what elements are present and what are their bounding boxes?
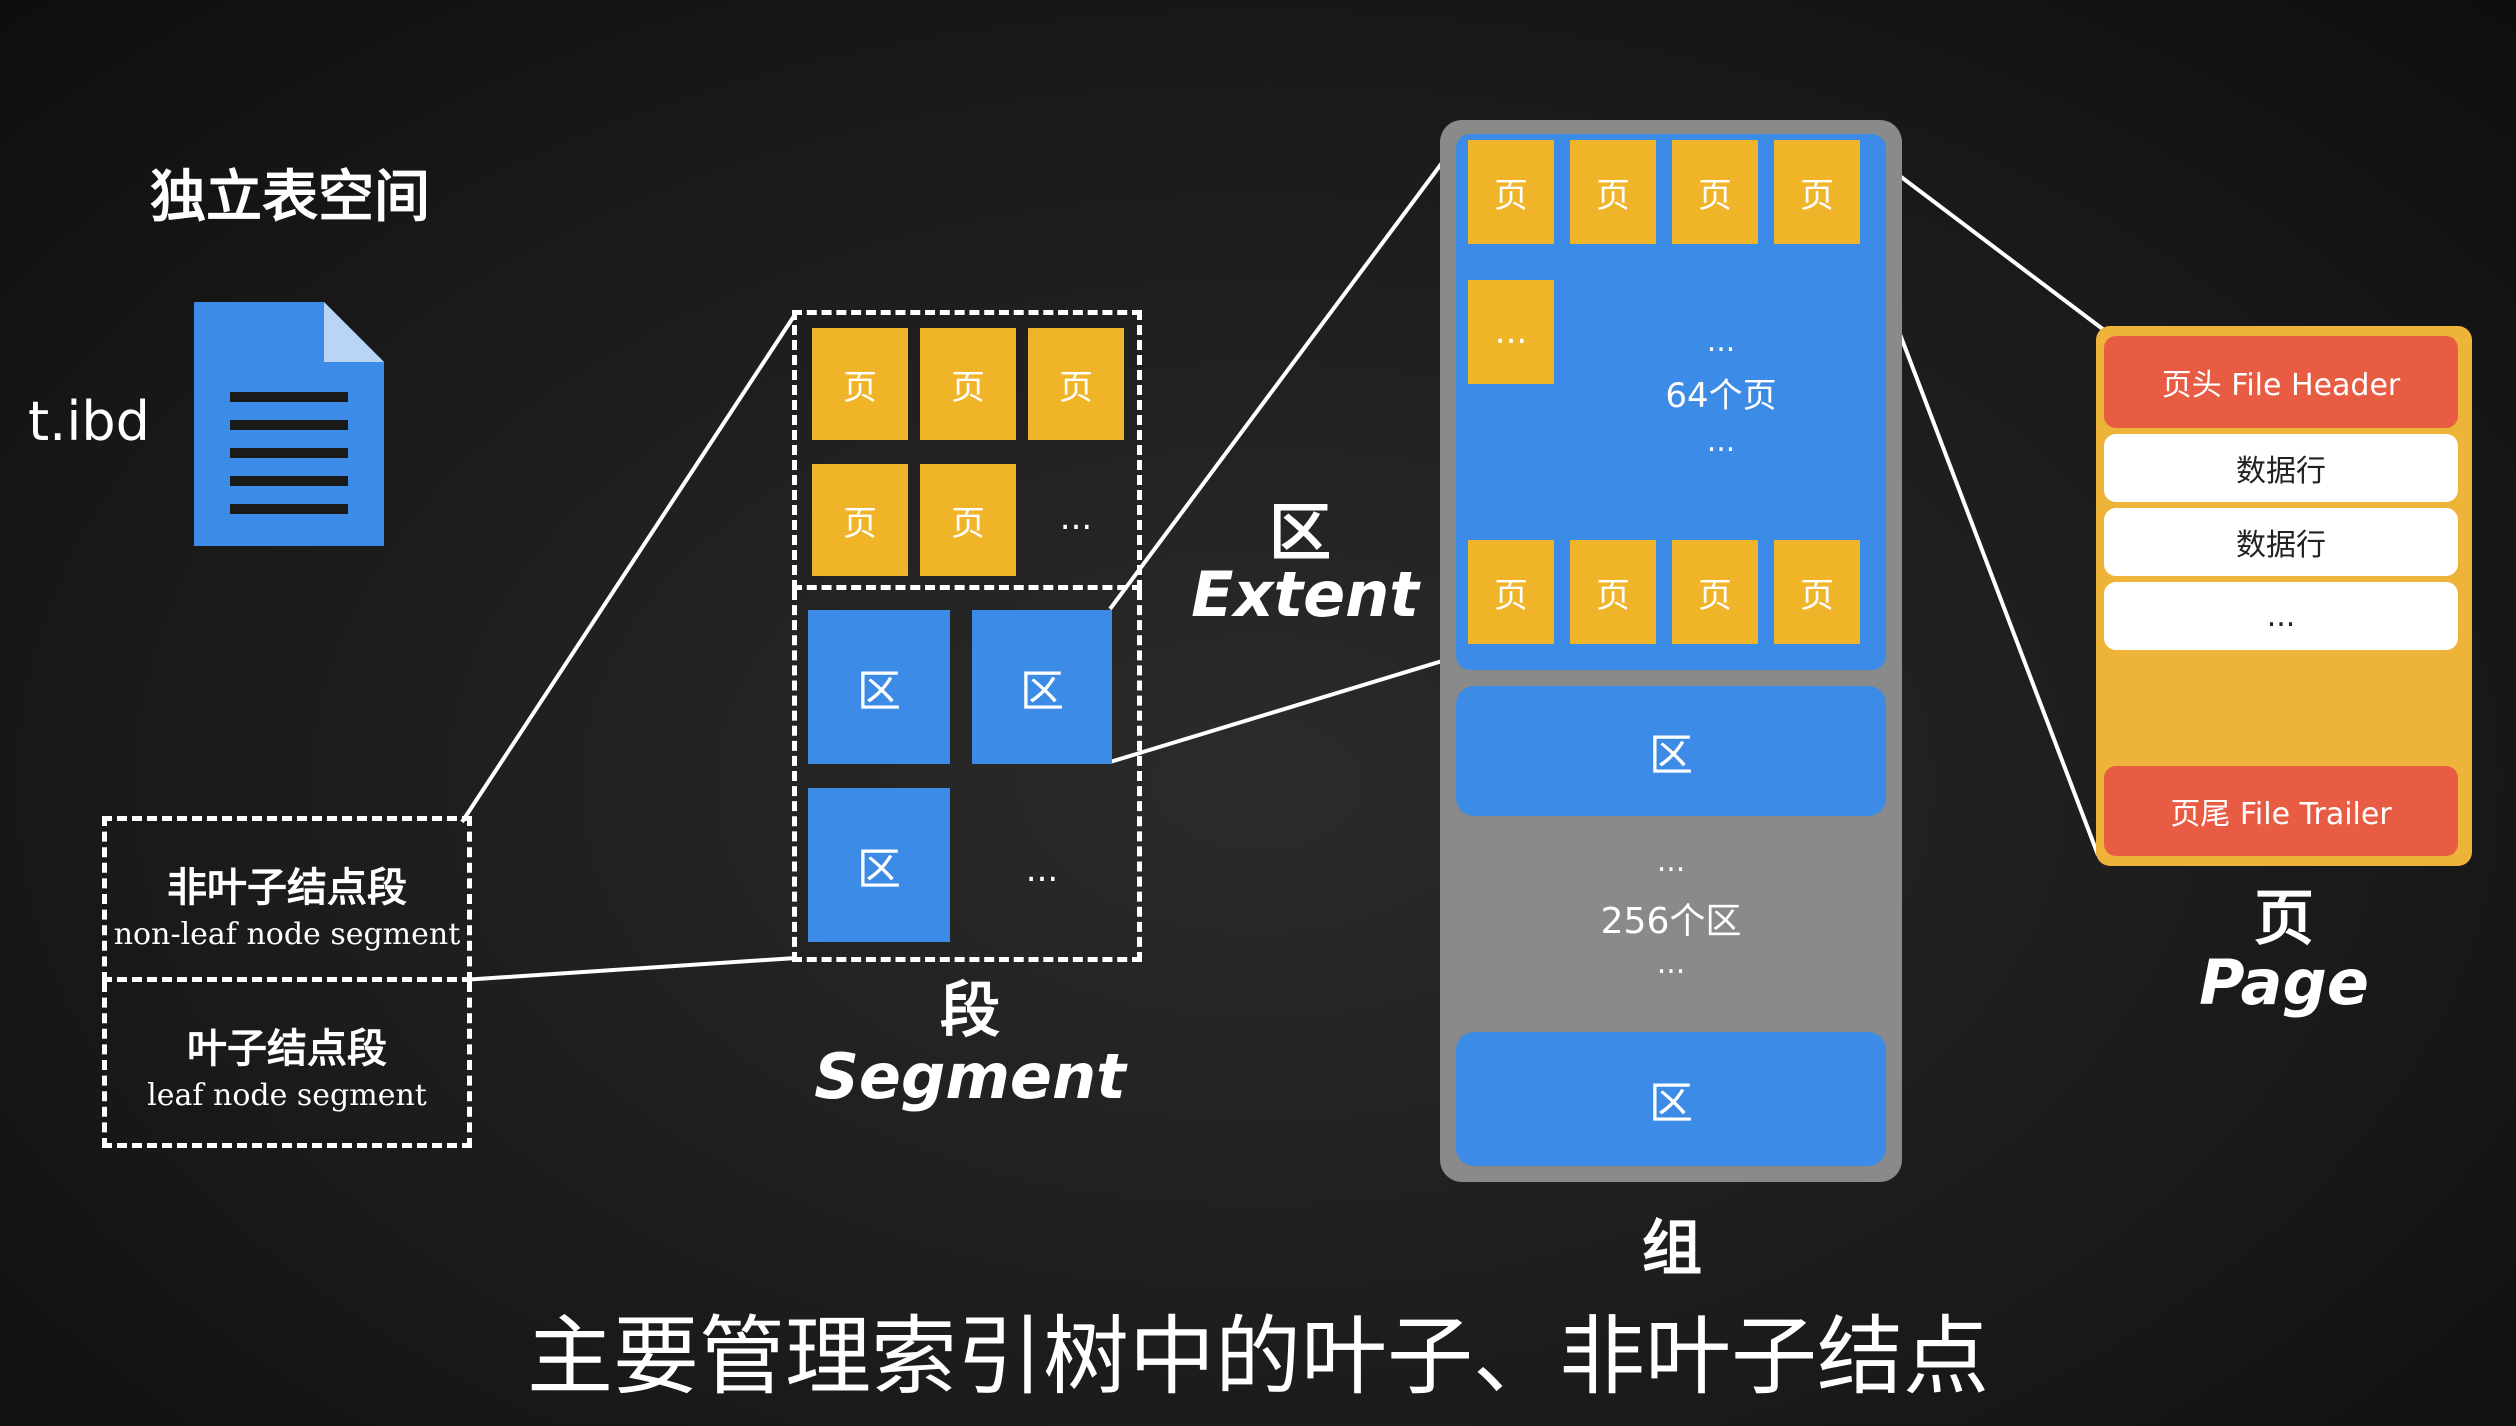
page-cell: 页 — [1774, 140, 1860, 244]
leaf-segment-en: leaf node segment — [147, 1078, 427, 1113]
ellipsis: ... — [1656, 844, 1686, 879]
non-leaf-segment-zh: 非叶子结点段 — [167, 865, 407, 911]
extent-bar: 区 — [1456, 1032, 1886, 1166]
document-icon — [194, 302, 384, 546]
extent-detail: 页 页 页 页 ... ... 64个页 ... 页 页 页 页 — [1456, 134, 1886, 670]
group-count-label: 256个区 — [1600, 901, 1742, 942]
segment-title-en: Segment — [814, 1040, 1126, 1113]
connector-line — [1866, 150, 2106, 332]
leaf-segment-box: 叶子结点段 leaf node segment — [102, 982, 472, 1148]
page-cell: 页 — [1028, 328, 1124, 440]
page-cell: 页 — [1570, 540, 1656, 644]
file-trailer: 页尾 File Trailer — [2104, 766, 2458, 856]
page-detail: 页头 File Header 数据行 数据行 ... 页尾 File Trail… — [2096, 326, 2472, 866]
connector-line — [1108, 134, 1464, 611]
page-title-en: Page — [2199, 946, 2369, 1019]
page-cell-ellipsis: ... — [1468, 280, 1554, 384]
page-cell: 页 — [812, 328, 908, 440]
page-cell: 页 — [1672, 540, 1758, 644]
file-header: 页头 File Header — [2104, 336, 2458, 428]
ellipsis: ... — [1706, 424, 1736, 459]
connector-line — [461, 956, 797, 982]
extent-title-en: Extent — [1191, 558, 1419, 631]
connector-line — [460, 311, 798, 824]
non-leaf-segment-en: non-leaf node segment — [113, 917, 461, 952]
ellipsis: ... — [1706, 324, 1736, 359]
ellipsis: ... — [1025, 850, 1059, 890]
file-name: t.ibd — [28, 390, 150, 453]
extent-count-label: 64个页 — [1665, 376, 1777, 416]
data-row: 数据行 — [2104, 508, 2458, 576]
segment-extents-box — [792, 590, 1142, 962]
non-leaf-segment-box: 非叶子结点段 non-leaf node segment — [102, 816, 472, 982]
page-cell: 页 — [1468, 540, 1554, 644]
group-container: 页 页 页 页 ... ... 64个页 ... 页 页 页 页 区 ... 2… — [1440, 120, 1902, 1182]
leaf-segment-zh: 叶子结点段 — [187, 1026, 387, 1072]
segment-title-zh: 段 — [940, 976, 1000, 1046]
data-row: 数据行 — [2104, 434, 2458, 502]
group-title-zh: 组 — [1642, 1214, 1702, 1284]
page-cell: 页 — [812, 464, 908, 576]
page-cell: 页 — [920, 328, 1016, 440]
subtitle: 主要管理索引树中的叶子、非叶子结点 — [527, 1307, 1989, 1407]
page-cell: 页 — [1570, 140, 1656, 244]
page-cell: 页 — [1672, 140, 1758, 244]
extent-title-zh: 区 — [1268, 496, 1331, 569]
extent-cell: 区 — [808, 788, 950, 942]
ellipsis: ... — [1656, 946, 1686, 981]
page-cell: 页 — [920, 464, 1016, 576]
tablespace-title: 独立表空间 — [150, 165, 430, 230]
segment-pages-box — [792, 310, 1142, 590]
connector-line — [1109, 653, 1463, 764]
connector-line — [1866, 249, 2100, 856]
extent-bar: 区 — [1456, 686, 1886, 816]
extent-cell: 区 — [808, 610, 950, 764]
data-row: ... — [2104, 582, 2458, 650]
extent-cell: 区 — [972, 610, 1112, 764]
page-cell: 页 — [1774, 540, 1860, 644]
page-title-zh: 页 — [2254, 884, 2314, 954]
ellipsis: ... — [1059, 498, 1093, 538]
page-cell: 页 — [1468, 140, 1554, 244]
